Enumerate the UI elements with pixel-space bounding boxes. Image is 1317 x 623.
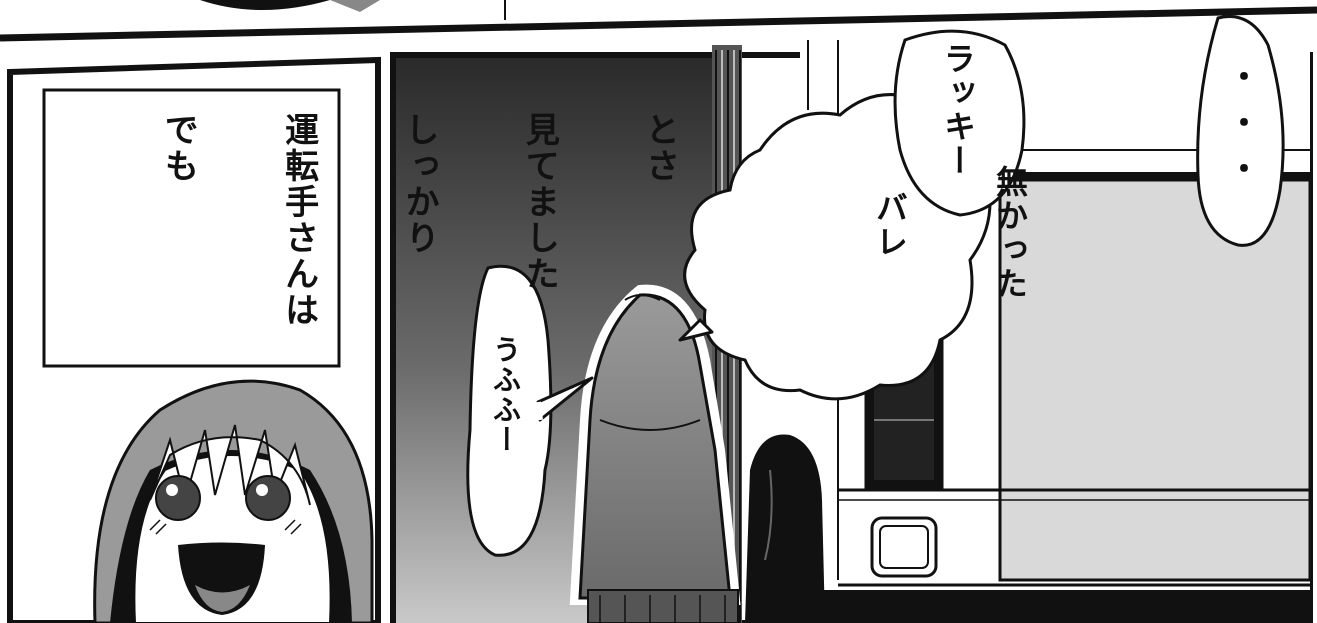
right-panel (390, 15, 1313, 623)
caption-line-2: 運転手さんは (278, 112, 319, 328)
caption-line-1: でも (158, 112, 199, 184)
lucky-bubble-shape (893, 29, 1026, 217)
ellipsis-bubble-shape (1196, 15, 1285, 247)
ellipsis-bubble-text: ・・・ (1223, 60, 1261, 198)
caption-line-5: とさ (639, 112, 680, 184)
caption-line-3: しっかり (398, 112, 439, 256)
lucky-bubble-text: ラッキー (939, 42, 977, 178)
ufufu-bubble-shape (466, 264, 594, 557)
not-caught-text: 無かった バレ (790, 165, 1110, 325)
not-caught-line-2: 無かった (991, 165, 1029, 301)
not-caught-line-1: バレ (871, 191, 909, 259)
left-panel (7, 56, 381, 623)
previous-panel-edge (0, 0, 1317, 42)
caption-text: とさ 見てました しっかり 運転手さんは でも (78, 112, 760, 362)
caption-line-4: 見てました (519, 112, 560, 292)
hooded-girl-back (569, 284, 741, 623)
ufufu-bubble-text: うふふー (489, 335, 522, 455)
